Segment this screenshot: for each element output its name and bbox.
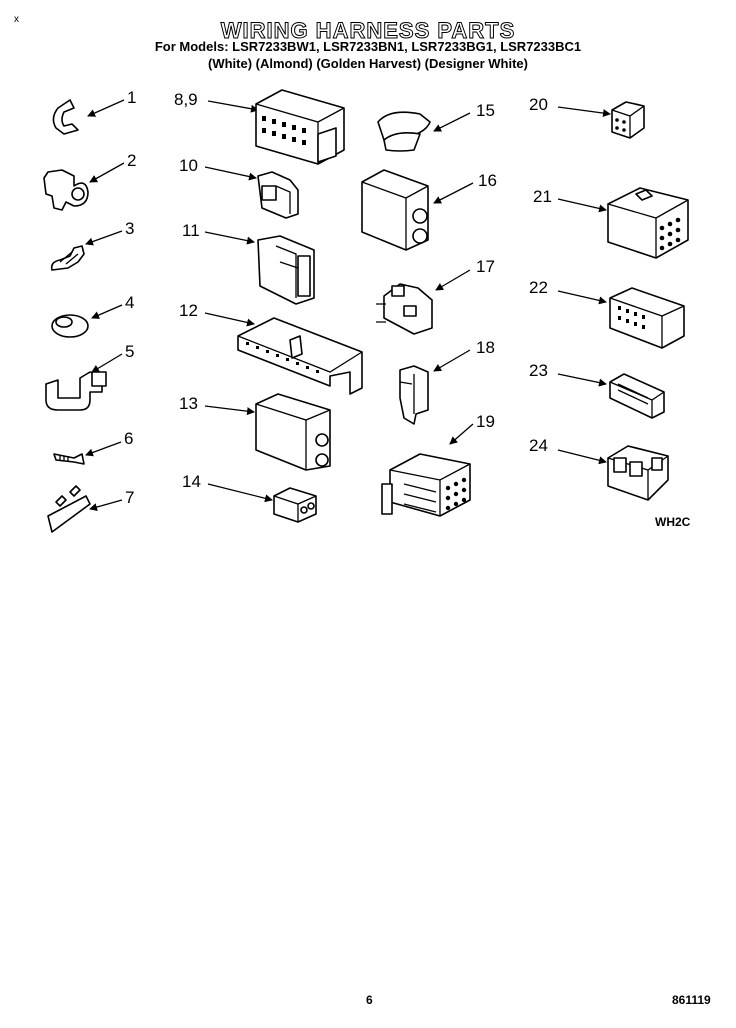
reference-code: WH2C bbox=[655, 515, 691, 529]
callout-8-9: 8,9 bbox=[174, 90, 198, 109]
part-21-connector bbox=[607, 187, 689, 259]
part-4-ring bbox=[51, 314, 89, 338]
part-5-bracket bbox=[45, 371, 107, 411]
callout-24: 24 bbox=[529, 436, 548, 455]
leader-lines bbox=[85, 99, 611, 511]
part-1-clip bbox=[52, 99, 79, 135]
callout-18: 18 bbox=[476, 338, 495, 357]
part-2-clamp bbox=[43, 169, 89, 211]
color-list: (White) (Almond) (Golden Harvest) (Desig… bbox=[208, 56, 528, 71]
callout-2: 2 bbox=[127, 151, 137, 170]
part-23-connector bbox=[609, 373, 665, 419]
callout-23: 23 bbox=[529, 361, 548, 380]
part-10-connector bbox=[257, 171, 299, 219]
document-code: 861119 bbox=[672, 993, 711, 1007]
callout-15: 15 bbox=[476, 101, 495, 120]
callout-4: 4 bbox=[125, 293, 135, 312]
part-7-strip bbox=[47, 485, 91, 533]
part-24-connector bbox=[607, 445, 669, 501]
part-22-connector bbox=[609, 287, 685, 349]
part-11-connector bbox=[257, 235, 315, 305]
callout-1: 1 bbox=[127, 88, 137, 107]
callout-20: 20 bbox=[529, 95, 548, 114]
callout-5: 5 bbox=[125, 342, 135, 361]
callout-11: 11 bbox=[182, 221, 200, 240]
callout-13: 13 bbox=[179, 394, 198, 413]
part-6-screw bbox=[53, 453, 85, 465]
part-15-clip bbox=[377, 111, 431, 152]
corner-mark: x bbox=[14, 14, 19, 25]
callout-12: 12 bbox=[179, 301, 198, 320]
part-8-9-connector bbox=[255, 89, 345, 165]
part-3-clip bbox=[50, 245, 85, 271]
part-19-connector bbox=[381, 453, 471, 517]
callout-3: 3 bbox=[125, 219, 135, 238]
model-list: For Models: LSR7233BW1, LSR7233BN1, LSR7… bbox=[154, 39, 582, 54]
page-title: WIRING HARNESS PARTS bbox=[220, 18, 516, 44]
part-17-connector bbox=[376, 283, 433, 335]
part-13-connector bbox=[255, 393, 331, 471]
callout-22: 22 bbox=[529, 278, 548, 297]
callout-19: 19 bbox=[476, 412, 495, 431]
part-14-connector bbox=[273, 487, 317, 523]
part-12-connector-strip bbox=[237, 317, 363, 395]
callout-10: 10 bbox=[179, 156, 198, 175]
callout-6: 6 bbox=[124, 429, 134, 448]
page-number: 6 bbox=[366, 993, 373, 1007]
callout-21: 21 bbox=[533, 187, 552, 206]
callout-7: 7 bbox=[125, 488, 135, 507]
part-20-connector bbox=[611, 101, 645, 139]
part-16-connector bbox=[361, 169, 429, 251]
part-18-clip bbox=[399, 365, 429, 425]
callout-17: 17 bbox=[476, 257, 495, 276]
callout-16: 16 bbox=[478, 171, 497, 190]
callout-14: 14 bbox=[182, 472, 201, 491]
